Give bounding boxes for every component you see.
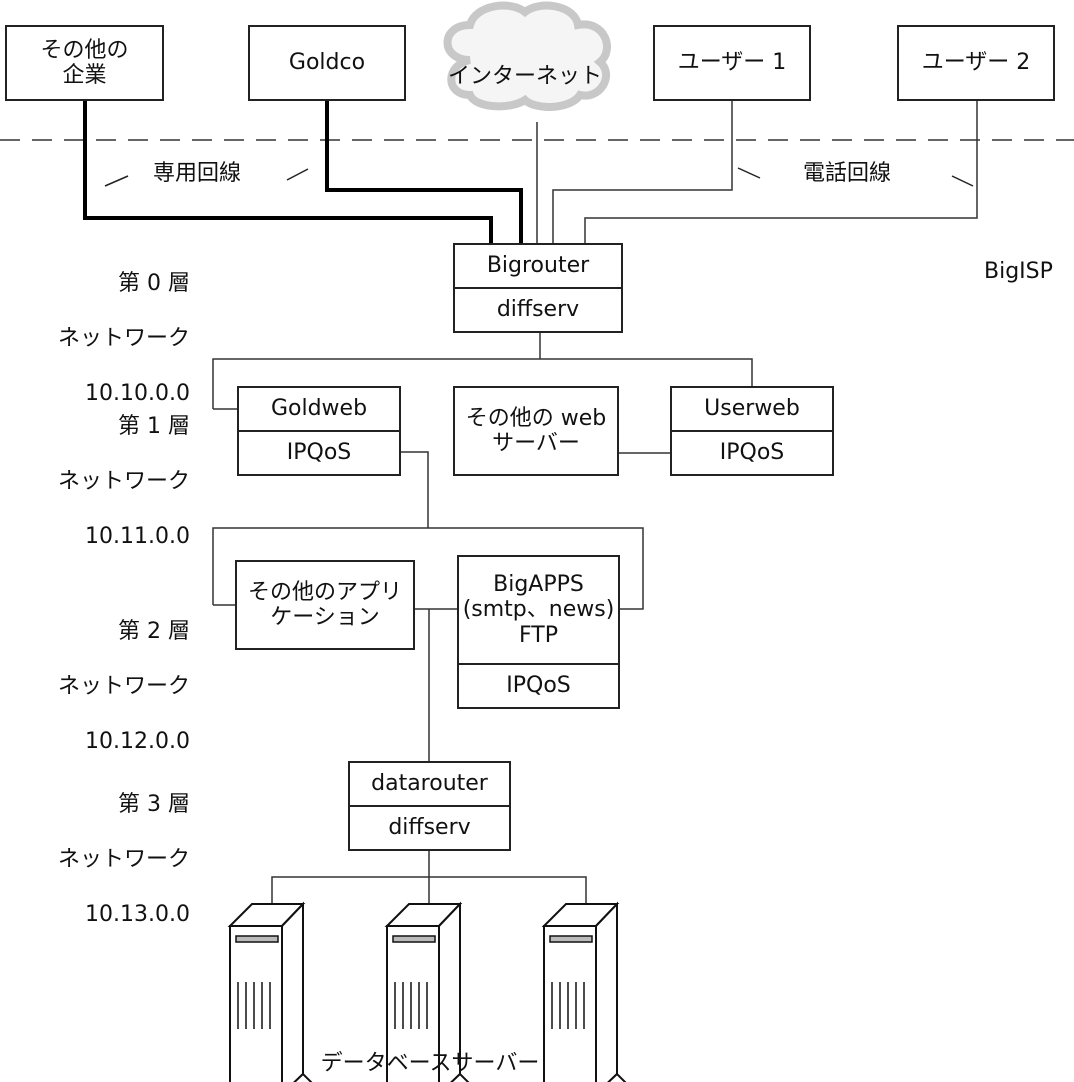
layer-3-label: 第 3 層 ネットワーク 10.13.0.0 [20,763,190,956]
link-layer2-bus [212,527,644,610]
node-user1[interactable]: ユーザー 1 [653,25,811,101]
node-user2[interactable]: ユーザー 2 [897,25,1055,101]
internet-label: インターネット [448,64,603,89]
node-name: その他の web サーバー [465,405,607,456]
node-name: datarouter [371,771,488,797]
layer-address: 10.13.0.0 [85,901,190,927]
database-servers-label: データベースサーバー [320,1051,540,1076]
layer-network-label: ネットワーク [57,325,190,351]
node-service: IPQoS [459,662,618,707]
layer-network-label: ネットワーク [57,673,190,699]
node-service: diffserv [350,805,509,849]
layer-name: 第 0 層 [118,270,190,296]
link-goldweb-down [400,451,429,528]
layer-name: 第 3 層 [118,791,190,817]
node-other-companies[interactable]: その他の 企業 [5,25,164,101]
leased-line-other-companies [83,100,493,245]
layer-address: 10.11.0.0 [85,523,190,549]
node-userweb[interactable]: Userweb IPQoS [670,386,834,476]
isp-name-label: BigISP [984,259,1053,284]
node-service: IPQoS [239,430,399,474]
layer-0-label: 第 0 層 ネットワーク 10.10.0.0 [20,242,190,435]
node-label: ユーザー 2 [921,50,1031,76]
node-label: Goldco [288,50,366,76]
node-label: ユーザー 1 [677,50,787,76]
layer-1-label: 第 1 層 ネットワーク 10.11.0.0 [20,385,190,578]
node-goldco[interactable]: Goldco [248,25,406,101]
layer-name: 第 2 層 [118,618,190,644]
node-bigrouter[interactable]: Bigrouter diffserv [453,243,623,333]
layer-address: 10.10.0.0 [85,380,190,406]
layer-address: 10.12.0.0 [85,728,190,754]
phone-line-user1 [552,100,733,245]
leased-line-mark [104,175,129,187]
node-other-web[interactable]: その他の web サーバー [453,386,619,476]
node-name: Userweb [704,396,800,422]
node-bigapps[interactable]: BigAPPS (smtp、news) FTP IPQoS [457,555,620,709]
phone-line-mark [951,175,974,187]
leased-line-mark [286,168,309,181]
layer-network-label: ネットワーク [57,846,190,872]
node-goldweb[interactable]: Goldweb IPQoS [237,386,401,476]
link-layer1-bus [212,358,753,409]
node-label: その他の 企業 [40,37,129,88]
node-other-apps[interactable]: その他のアプリ ケーション [235,560,415,650]
phone-line-mark [737,167,761,179]
database-server-icon [541,901,627,1082]
node-name: Goldweb [270,396,368,422]
database-server-icon [384,901,470,1082]
phone-line-label: 電話回線 [803,161,892,186]
database-server-icon [227,901,313,1082]
layer-2-label: 第 2 層 ネットワーク 10.12.0.0 [20,590,190,783]
layer-name: 第 1 層 [118,413,190,439]
node-service: IPQoS [672,430,832,474]
leased-line-goldco [325,100,523,245]
leased-line-label: 専用回線 [153,161,242,186]
phone-line-user2 [584,100,978,245]
node-datarouter[interactable]: datarouter diffserv [348,761,511,851]
node-service: diffserv [455,287,621,331]
layer-network-label: ネットワーク [57,468,190,494]
internet-cloud-icon [443,1,611,111]
node-name: BigAPPS (smtp、news) FTP [462,571,615,648]
node-name: Bigrouter [486,253,590,279]
node-name: その他のアプリ ケーション [247,579,402,630]
